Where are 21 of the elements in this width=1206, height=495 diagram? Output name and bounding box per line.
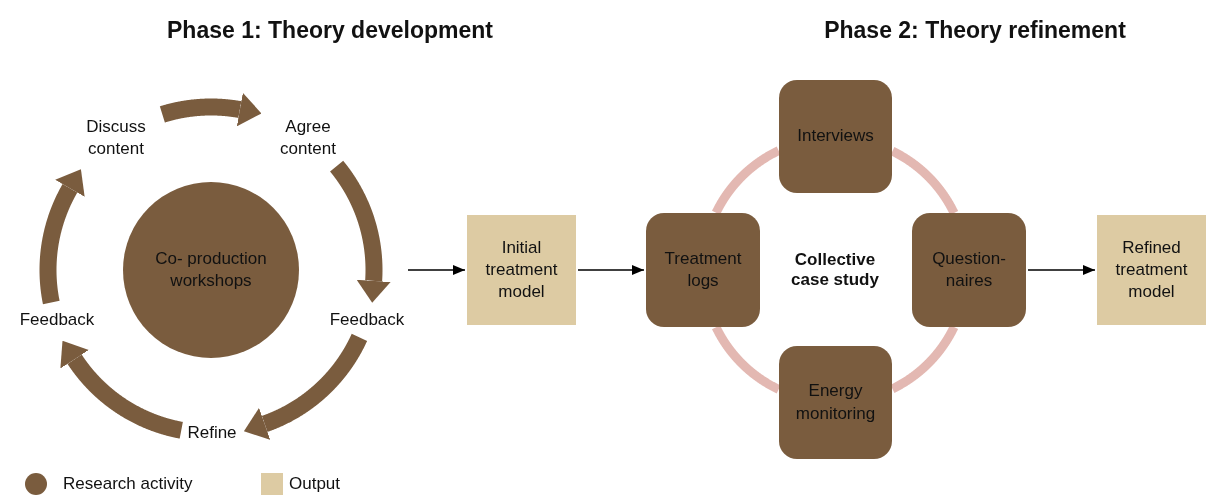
step-label: Agree content [268, 115, 348, 161]
center-label: Collective case study [790, 249, 880, 291]
activity-box: Question- naires [912, 213, 1026, 327]
arrow [577, 265, 645, 275]
step-label: Refine [187, 421, 237, 445]
step-label: Feedback [19, 308, 95, 332]
phase-title: Phase 2: Theory refinement [824, 17, 1126, 45]
output-box: Refined treatment model [1097, 215, 1206, 325]
activity-circle: Co- production workshops [123, 182, 299, 358]
activity-box: Energy monitoring [779, 346, 892, 459]
output-box: Initial treatment model [467, 215, 576, 325]
activity-box: Treatment logs [646, 213, 760, 327]
step-label: Discuss content [76, 115, 156, 161]
legend-label: Output [289, 474, 341, 494]
cycle-arrow [328, 158, 391, 303]
phase-title: Phase 1: Theory development [167, 17, 493, 45]
legend-label: Research activity [63, 474, 193, 494]
arrow [1027, 265, 1096, 275]
activity-box: Interviews [779, 80, 892, 193]
arrow [407, 265, 466, 275]
step-label: Feedback [329, 308, 405, 332]
